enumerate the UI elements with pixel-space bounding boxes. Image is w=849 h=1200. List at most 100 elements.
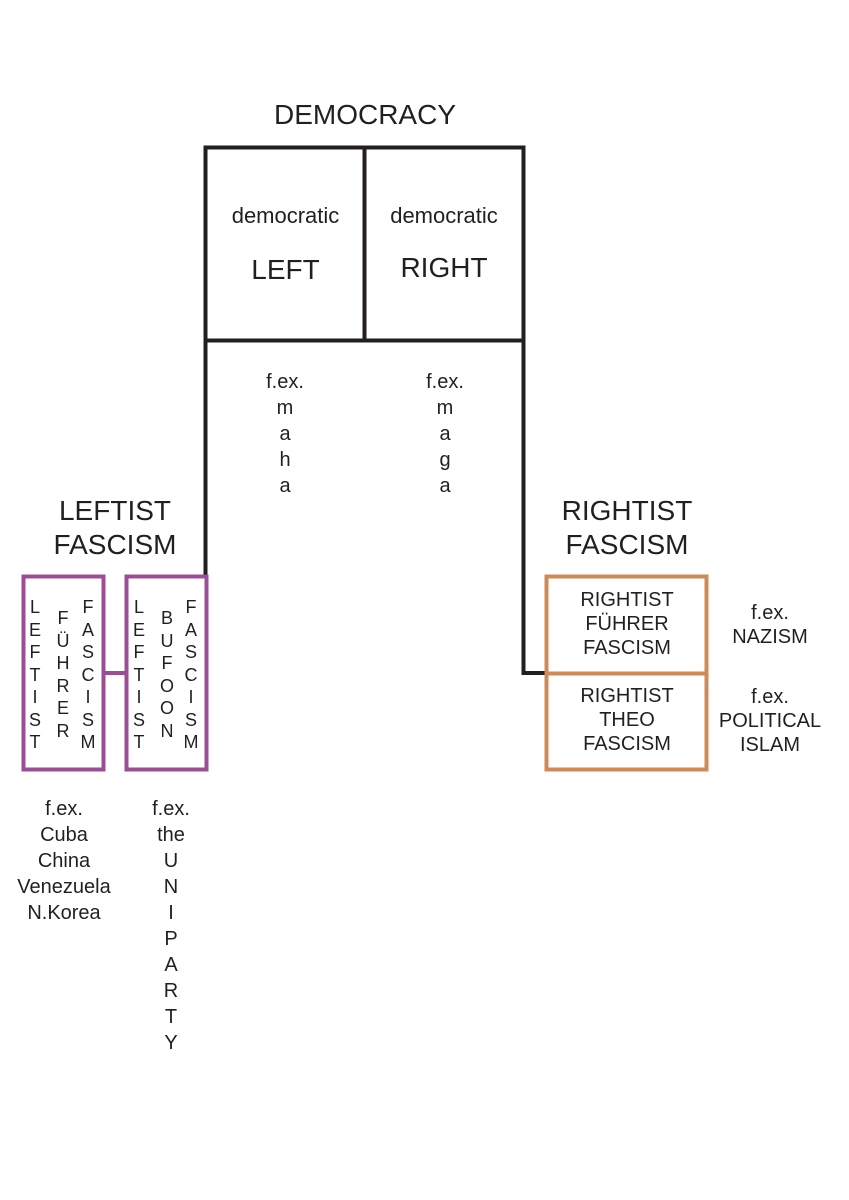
box-line: RIGHTIST — [580, 685, 674, 707]
rightist-fuhrer-examples: f.ex. NAZISM — [710, 601, 830, 649]
example-line: f.ex. — [152, 798, 190, 820]
example-prefix: f.ex. — [426, 371, 464, 393]
leftist-fuhrer-examples: f.ex. Cuba China Venezuela N.Korea — [12, 796, 116, 926]
vertical-letter: A — [81, 619, 94, 640]
vertical-letter: H — [56, 653, 70, 673]
democratic-right-big: RIGHT — [400, 252, 488, 283]
vertical-letter: E — [28, 619, 41, 640]
right-connector — [521, 340, 546, 675]
vertical-letter: T — [29, 732, 41, 752]
vertical-letter: F — [57, 608, 69, 628]
box-line: FÜHRER — [585, 613, 669, 635]
uniparty-letter: Y — [164, 1032, 178, 1054]
vertical-letter: M — [80, 732, 96, 752]
box-line: THEO — [599, 709, 655, 731]
diagram-title: DEMOCRACY — [273, 99, 456, 130]
example-line: NAZISM — [732, 626, 808, 648]
example-line: f.ex. — [45, 798, 83, 820]
rightist-theo-text: RIGHTIST THEO FASCISM — [548, 684, 706, 756]
vertical-letter: I — [85, 687, 91, 707]
vertical-letter: I — [32, 687, 38, 707]
vertical-letter: S — [132, 709, 145, 730]
example-letter: a — [439, 423, 451, 445]
vertical-letter: Ü — [56, 630, 70, 651]
vertical-letter: M — [183, 732, 199, 752]
vertical-letter: L — [29, 597, 40, 617]
example-letter: m — [436, 397, 454, 419]
example-letter: a — [439, 475, 451, 497]
vertical-letter: B — [160, 608, 173, 628]
vertical-letter: R — [56, 720, 70, 741]
heading-line: LEFTIST — [58, 495, 171, 526]
rightist-fascism-heading: RIGHTIST FASCISM — [522, 494, 732, 562]
rightist-theo-examples: f.ex. POLITICAL ISLAM — [702, 685, 838, 757]
box-line: FASCISM — [583, 733, 671, 755]
rightist-theo-box — [544, 671, 709, 772]
democratic-right-small: democratic — [390, 203, 498, 228]
example-line: N.Korea — [27, 902, 101, 924]
vertical-letter: L — [133, 597, 144, 617]
heading-line: FASCISM — [53, 529, 177, 560]
vertical-letter: S — [184, 709, 197, 730]
democratic-left-small: democratic — [231, 203, 340, 228]
uniparty-letter: T — [164, 1006, 178, 1028]
vertical-letter: F — [133, 642, 145, 662]
example-line: Cuba — [40, 824, 88, 846]
box-line: RIGHTIST — [580, 589, 674, 611]
democratic-right-example: f.ex. m a g a — [405, 369, 485, 499]
example-line: the — [157, 824, 185, 846]
vertical-letter: C — [81, 664, 95, 685]
vertical-letter: S — [81, 642, 94, 662]
example-letter: a — [279, 475, 291, 497]
vertical-letter: O — [159, 675, 174, 696]
example-letter: a — [279, 423, 291, 445]
vertical-letter: C — [184, 664, 198, 685]
uniparty-letter: U — [163, 850, 179, 872]
heading-line: RIGHTIST — [561, 495, 693, 526]
example-letter: m — [276, 397, 294, 419]
heading-line: FASCISM — [565, 529, 689, 560]
example-letter: g — [439, 449, 451, 471]
vertical-letter: F — [185, 597, 197, 617]
democratic-left-big: LEFT — [251, 254, 320, 285]
example-line: China — [37, 850, 91, 872]
vertical-letter: S — [184, 642, 197, 662]
vertical-letter: F — [82, 597, 94, 617]
vertical-letter: E — [56, 698, 69, 718]
example-line: f.ex. — [751, 602, 789, 624]
vertical-letter: S — [28, 709, 41, 730]
vertical-letter: T — [133, 732, 145, 752]
uniparty-letter: R — [163, 980, 179, 1002]
uniparty-letter: I — [168, 902, 174, 924]
uniparty-letter: A — [164, 954, 178, 976]
vertical-letter: I — [188, 687, 194, 707]
example-line: POLITICAL — [718, 710, 822, 732]
vertical-letter: A — [184, 619, 197, 640]
rightist-fuhrer-text: RIGHTIST FÜHRER FASCISM — [548, 588, 706, 660]
example-prefix: f.ex. — [266, 371, 304, 393]
uniparty-letter: N — [163, 876, 179, 898]
vertical-letter: N — [160, 720, 174, 741]
vertical-letter: T — [133, 664, 145, 685]
example-line: ISLAM — [739, 734, 801, 756]
vertical-letter: R — [56, 675, 70, 696]
uniparty-letter: P — [164, 928, 178, 950]
example-line: Venezuela — [17, 876, 111, 898]
vertical-letter: O — [159, 698, 174, 718]
vertical-letter: E — [132, 619, 145, 640]
vertical-letter: U — [160, 630, 174, 651]
vertical-letter: F — [161, 653, 173, 673]
example-line: f.ex. — [751, 686, 789, 708]
leftist-fascism-heading: LEFTIST FASCISM — [20, 494, 210, 562]
example-letter: h — [279, 449, 291, 471]
box-line: FASCISM — [583, 637, 671, 659]
democratic-left-example: f.ex. m a h a — [245, 369, 325, 499]
